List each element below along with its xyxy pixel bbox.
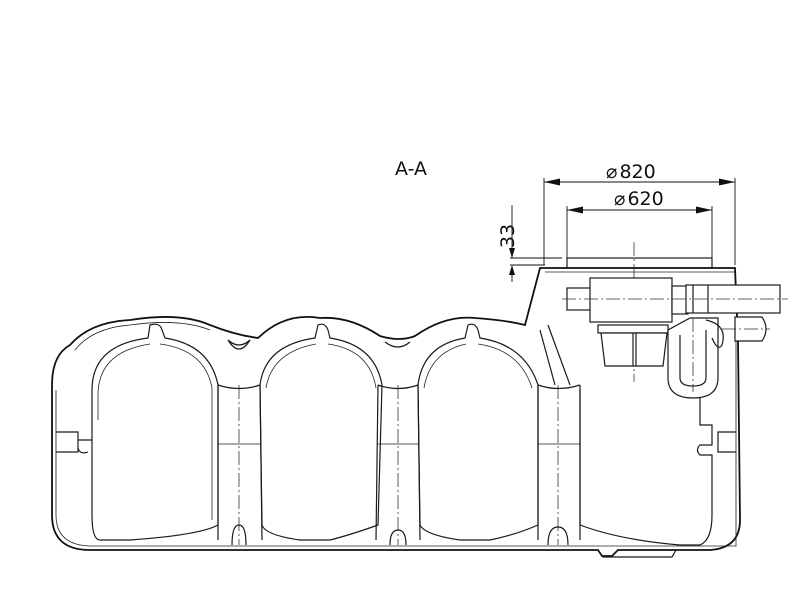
chamber-2: [259, 323, 383, 541]
column-3: [537, 324, 581, 546]
chamber-1: [91, 323, 219, 541]
section-label: A-A: [395, 158, 427, 180]
inlet-pipe: [566, 277, 689, 323]
dimension-outer-diameter: ⌀820: [543, 161, 736, 265]
svg-text:⌀820: ⌀820: [606, 161, 656, 183]
column-2: [375, 341, 421, 546]
chamber-4: [579, 390, 713, 546]
shaft-internals: [562, 242, 788, 399]
filter-basket: [597, 324, 669, 367]
side-notch-right: [717, 431, 736, 453]
dimension-collar-height: 33: [497, 205, 562, 282]
bottom-sump: [597, 549, 677, 558]
side-notch-left: [56, 431, 92, 454]
svg-text:⌀620: ⌀620: [614, 188, 664, 210]
svg-text:33: 33: [497, 224, 519, 248]
diameter-symbol: ⌀: [614, 188, 625, 210]
siphon: [667, 317, 724, 399]
shaft-collar: [566, 257, 713, 269]
tank-body: [51, 257, 741, 558]
diameter-symbol: ⌀: [606, 161, 617, 183]
dimension-inner-diameter: ⌀620: [566, 188, 713, 262]
chamber-3: [417, 323, 539, 541]
column-1: [217, 339, 263, 546]
